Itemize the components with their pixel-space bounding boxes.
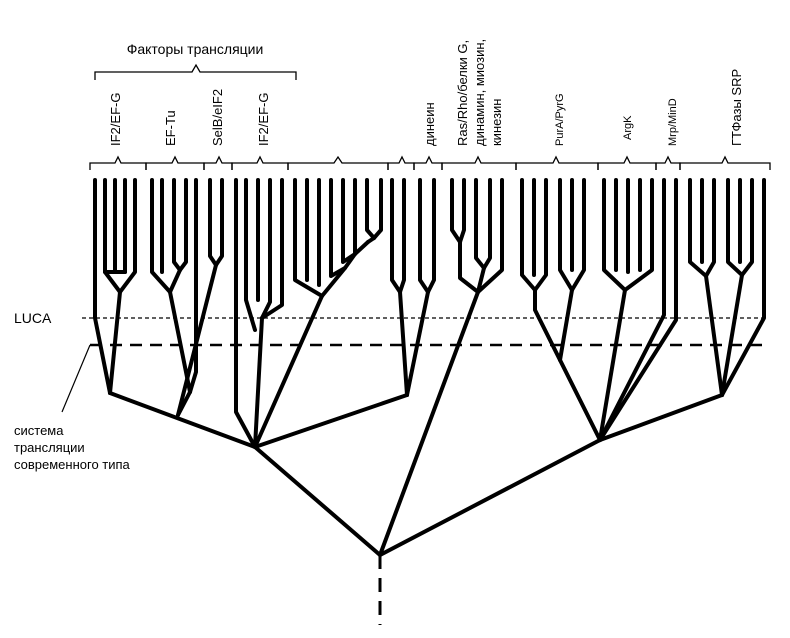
- group-label-pura-pyrg: PurA/PyrG: [554, 93, 566, 146]
- group-label-ras-line1: Ras/Rho/белки G,: [455, 40, 470, 146]
- system-label-line3: современного типа: [14, 457, 131, 472]
- group-braces: [89, 155, 771, 170]
- group-label-ras-line3: кинезин: [489, 99, 504, 146]
- group-label-ef-tu: EF-Tu: [163, 110, 178, 146]
- group-label-selb-eif2: SelB/eIF2: [210, 89, 225, 146]
- group-label-if2-efg-2: IF2/EF-G: [256, 93, 271, 146]
- group-label-srp-gtpases: ГТФазы SRP: [729, 69, 744, 146]
- system-pointer-line: [61, 344, 91, 413]
- group-label-ras-line2: динамин, миозин,: [472, 39, 487, 146]
- title-brace: [94, 63, 297, 80]
- group-label-dynein: динеин: [422, 102, 437, 146]
- group-label-mrp-mind: Mrp/MinD: [667, 98, 679, 146]
- system-label-line1: система: [14, 423, 64, 438]
- group-label-if2-efg-1: IF2/EF-G: [108, 93, 123, 146]
- group-label-argk: ArgK: [622, 115, 634, 140]
- diagram-title: Факторы трансляции: [127, 41, 264, 57]
- tree-branches: [93, 178, 766, 557]
- system-label-line2: трансляции: [14, 440, 85, 455]
- luca-label: LUCA: [14, 310, 52, 326]
